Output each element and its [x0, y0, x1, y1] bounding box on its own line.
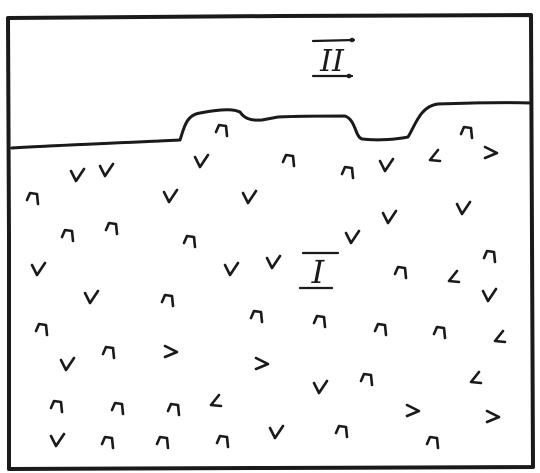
hatch-mark-hook: [51, 401, 62, 412]
hatch-mark-hook: [461, 127, 472, 138]
hatch-mark-check: [71, 169, 84, 181]
hatch-mark-hook: [314, 316, 325, 327]
hatch-mark-hook: [162, 295, 173, 306]
hatch-mark-el: [449, 271, 459, 282]
hatch-mark-hook: [427, 437, 438, 448]
hatch-mark-check: [314, 381, 327, 393]
hatch-mark-hook: [157, 437, 168, 448]
hatch-mark-hook: [336, 426, 347, 437]
hatch-mark-hook: [36, 324, 47, 335]
hatch-mark-chevron: [487, 411, 499, 422]
hatch-mark-check: [195, 155, 208, 167]
zone-label-ii: II: [313, 38, 354, 79]
hatch-mark-hook: [103, 347, 114, 358]
hatch-mark-check: [383, 211, 396, 223]
hatch-mark-el: [430, 150, 440, 161]
hatch-mark-el: [211, 395, 221, 406]
hatch-mark-check: [483, 289, 496, 301]
hatch-mark-check: [243, 191, 256, 203]
layer-i-hatch-pattern: [27, 125, 505, 448]
hatch-mark-chevron: [165, 346, 177, 357]
hatch-mark-hook: [106, 223, 117, 234]
hatch-mark-check: [346, 231, 359, 243]
hatch-mark-check: [267, 256, 280, 268]
hatch-mark-check: [32, 263, 45, 275]
hatch-mark-hook: [395, 267, 406, 278]
hatch-mark-hook: [484, 251, 495, 262]
diagram-frame: [8, 15, 533, 469]
hatch-mark-check: [61, 358, 74, 370]
hatch-mark-check: [457, 202, 470, 214]
hatch-mark-check: [225, 263, 238, 275]
hatch-mark-el: [471, 372, 481, 383]
hatch-mark-check: [380, 159, 393, 171]
hatch-mark-hook: [217, 436, 228, 447]
hatch-mark-hook: [375, 324, 386, 335]
hatch-mark-check: [100, 164, 113, 176]
hatch-mark-chevron: [407, 405, 419, 416]
hatch-mark-hook: [102, 437, 113, 448]
hatch-mark-chevron: [485, 147, 497, 158]
layer-boundary-line: [12, 103, 531, 148]
hatch-mark-chevron: [256, 358, 268, 369]
hatch-mark-el: [495, 331, 505, 342]
hatch-mark-check: [51, 434, 64, 446]
zone-label-ii-text: II: [319, 44, 345, 79]
hatch-mark-hook: [434, 327, 445, 338]
hatch-mark-check: [85, 291, 98, 303]
hatch-mark-hook: [283, 155, 294, 166]
hatch-mark-hook: [168, 404, 179, 415]
hatch-mark-hook: [62, 230, 73, 241]
zone-label-i: I: [300, 253, 338, 291]
zone-label-i-text: I: [311, 253, 326, 291]
hatch-mark-check: [270, 426, 283, 438]
hatch-mark-check: [164, 190, 177, 202]
hatch-mark-hook: [342, 167, 353, 178]
hatch-mark-hook: [216, 125, 227, 136]
hatch-mark-hook: [184, 236, 195, 247]
hatch-mark-hook: [361, 374, 372, 385]
hatch-mark-hook: [27, 193, 38, 204]
hatch-mark-hook: [112, 403, 123, 414]
hatch-mark-hook: [251, 311, 262, 322]
